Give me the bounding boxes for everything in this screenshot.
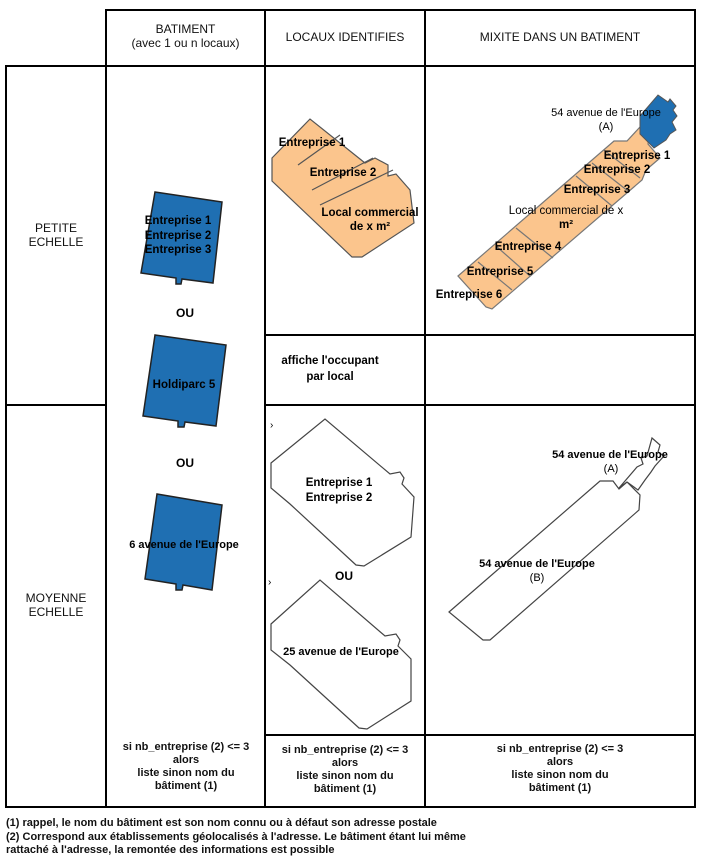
footnote-2a: (2) Correspond aux établissements géoloc… xyxy=(6,830,466,843)
row-label-petite-line: ECHELLE xyxy=(28,235,84,249)
locaux-label-ent1: Entreprise 1 xyxy=(279,137,346,149)
note-line: si nb_entreprise (2) <= 3 xyxy=(122,741,250,753)
note-line: alors xyxy=(172,754,200,766)
bat-ou-2: OU xyxy=(176,456,194,470)
note-line: si nb_entreprise (2) <= 3 xyxy=(496,743,624,755)
locaux-label-local-1: Local commercial xyxy=(321,207,418,219)
note-line: si nb_entreprise (2) <= 3 xyxy=(281,744,409,756)
mixite-medium-b-1: 54 avenue de l'Europe xyxy=(479,558,595,570)
grid-line xyxy=(265,404,695,406)
header-batiment: BATIMENT (avec 1 ou n locaux) xyxy=(107,22,264,50)
mixite-white-building-b xyxy=(448,480,641,641)
footnote-2b: rattaché à l'adresse, la remontée des in… xyxy=(6,844,335,856)
locaux-label-local-2: de x m² xyxy=(350,221,390,233)
mixite-divider xyxy=(477,149,641,291)
mixite-medium-a-1: 54 avenue de l'Europe xyxy=(552,449,668,461)
grid-line xyxy=(264,9,266,808)
grid-line xyxy=(5,65,7,808)
grid-line xyxy=(5,65,695,67)
footnote-1: (1) rappel, le nom du bâtiment est son n… xyxy=(6,817,437,829)
mixite-small-addr-2: (A) xyxy=(599,121,614,133)
bat-label-ent2: Entreprise 2 xyxy=(145,230,211,242)
row-label-moyenne: MOYENNE ECHELLE xyxy=(7,591,105,619)
locaux-label-ent2: Entreprise 2 xyxy=(310,167,376,179)
row-label-moyenne-line: ECHELLE xyxy=(28,605,84,619)
locaux-medium-ent1: Entreprise 1 xyxy=(306,477,373,489)
note-mixite: si nb_entreprise (2) <= 3 alors liste si… xyxy=(426,743,694,795)
note-locaux: si nb_entreprise (2) <= 3 alors liste si… xyxy=(266,744,424,796)
mixite-label-ent2: Entreprise 2 xyxy=(584,164,650,176)
mixite-label-ent1: Entreprise 1 xyxy=(604,150,671,162)
locaux-orange-building xyxy=(271,118,415,258)
middle-line-1: affiche l'occupant xyxy=(281,355,378,367)
note-line: alors xyxy=(546,756,574,768)
mixite-small-addr-1: 54 avenue de l'Europe xyxy=(551,107,661,119)
row-label-petite-line: PETITE xyxy=(34,221,77,235)
mixite-medium-b-2: (B) xyxy=(530,572,545,584)
grid-line xyxy=(5,404,105,406)
mixite-orange-building xyxy=(457,126,661,310)
header-locaux: LOCAUX IDENTIFIES xyxy=(285,30,405,44)
mixite-label-local-1: Local commercial de x xyxy=(509,205,624,217)
locaux-medium-ou: OU xyxy=(335,569,353,583)
bat-label-holdiparc: Holdiparc 5 xyxy=(153,379,216,391)
mixite-label-ent5: Entreprise 5 xyxy=(467,266,534,278)
grid-line xyxy=(105,9,107,808)
mixite-label-ent4: Entreprise 4 xyxy=(495,241,562,253)
grid-line xyxy=(105,9,695,11)
grid-line xyxy=(265,734,695,736)
bat-label-ent1: Entreprise 1 xyxy=(145,215,212,227)
note-line: bâtiment (1) xyxy=(528,782,592,794)
note-line: liste sinon nom du xyxy=(511,769,609,781)
bat-label-ent3: Entreprise 3 xyxy=(145,244,211,256)
grid-line xyxy=(694,9,696,808)
header-batiment-title: BATIMENT xyxy=(155,22,216,36)
locaux-white-building-2 xyxy=(270,579,412,730)
note-line: bâtiment (1) xyxy=(313,783,377,795)
locaux-medium-ent2: Entreprise 2 xyxy=(306,492,372,504)
grid-line xyxy=(265,334,695,336)
chevron-right-icon: › xyxy=(268,577,271,588)
mixite-label-ent3: Entreprise 3 xyxy=(564,184,630,196)
mixite-label-local-2: m² xyxy=(559,219,573,231)
middle-line-2: par local xyxy=(306,371,353,383)
header-batiment-subtitle: (avec 1 ou n locaux) xyxy=(131,36,240,50)
locaux-white-building-1 xyxy=(270,418,415,567)
grid-line xyxy=(424,9,426,808)
mixite-blue-building-a xyxy=(639,94,678,149)
mixite-medium-a-2: (A) xyxy=(604,463,619,475)
bat-label-address: 6 avenue de l'Europe xyxy=(129,539,239,551)
grid-line xyxy=(5,806,695,808)
bat-ou-1: OU xyxy=(176,306,194,320)
mixite-label-ent6: Entreprise 6 xyxy=(436,289,502,301)
building-blue-2 xyxy=(142,334,227,428)
locaux-divider xyxy=(297,134,394,206)
header-mixite: MIXITE DANS UN BATIMENT xyxy=(479,30,641,44)
note-line: liste sinon nom du xyxy=(296,770,394,782)
note-line: alors xyxy=(331,757,359,769)
note-line: liste sinon nom du xyxy=(137,767,235,779)
note-line: bâtiment (1) xyxy=(154,780,218,792)
note-batiment: si nb_entreprise (2) <= 3 alors liste si… xyxy=(108,741,264,793)
building-blue-1 xyxy=(140,191,223,285)
mixite-white-building-a xyxy=(618,436,665,491)
chevron-right-icon: › xyxy=(270,420,273,431)
row-label-petite: PETITE ECHELLE xyxy=(7,221,105,249)
locaux-medium-address: 25 avenue de l'Europe xyxy=(283,646,399,658)
row-label-moyenne-line: MOYENNE xyxy=(25,591,87,605)
footnotes: (1) rappel, le nom du bâtiment est son n… xyxy=(6,817,696,858)
building-blue-3 xyxy=(144,493,223,591)
